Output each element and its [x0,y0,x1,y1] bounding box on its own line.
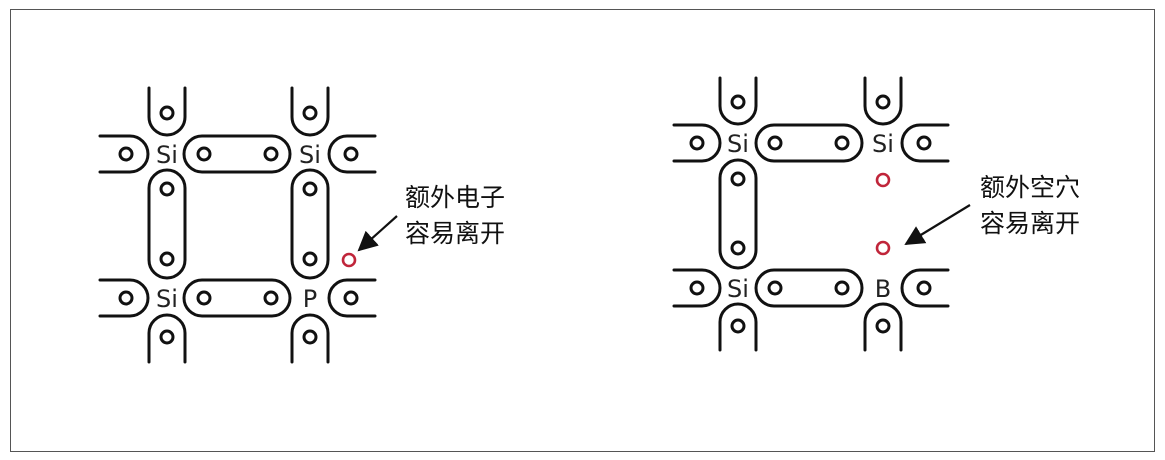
electron [343,146,359,162]
electron [118,146,134,162]
bond-up-tr [290,86,330,137]
bond-bottom [754,268,864,308]
electron [730,318,746,334]
bond-left-tl [672,123,722,163]
electron [159,329,175,345]
atom-label-top-right: Si [299,141,321,169]
electron [689,135,705,151]
electron [302,329,318,345]
electron [875,318,891,334]
figure-frame [10,9,1155,452]
atom-label-top-right: Si [872,130,894,158]
atom-label-bottom-right: B [875,275,891,303]
right-lattice: Si Si Si B 额外空穴 容易离开 [672,76,1080,352]
bond-right-br [900,268,950,308]
bond-up-tl [147,86,187,137]
bond-up-tl [718,76,758,126]
hole-carrier [875,172,891,188]
bond-top [182,134,292,174]
bond-left-vertical [147,168,187,280]
annotation-line-1: 额外电子 [405,183,505,212]
electron [302,105,318,121]
left-lattice: Si Si Si P 额外电子 容易离开 [98,86,505,364]
atom-label-top-left: Si [727,130,749,158]
electron [875,94,891,110]
electron [834,280,850,296]
electron [263,290,279,306]
electron [767,135,783,151]
atom-label-bottom-left: Si [156,285,178,313]
electron [689,280,705,296]
bond-right-tr [900,123,950,163]
atom-label-top-left: Si [156,141,178,169]
annotation-line-2: 容易离开 [980,209,1080,238]
electron [196,290,212,306]
bond-down-bl [718,302,758,352]
electron [159,181,175,197]
bond-left-bl [98,278,150,318]
electron [343,290,359,306]
bond-right-tr [327,134,377,174]
annotation-arrow [904,204,971,246]
annotation-line-1: 额外空穴 [980,173,1080,202]
atom-label-bottom-right: P [303,285,317,313]
electron [767,280,783,296]
bond-up-tr [863,76,903,126]
electron [159,251,175,267]
electron [263,146,279,162]
electron [730,171,746,187]
electron [196,146,212,162]
electron [159,105,175,121]
bond-bottom [182,278,292,318]
electron [916,135,932,151]
bond-down-br [863,302,903,352]
bond-right-br [327,278,377,318]
bond-right-vertical [290,168,330,280]
bond-down-bl [147,313,187,364]
electron [730,240,746,256]
electron [118,290,134,306]
bond-left-bl [672,268,722,308]
extra-electron [341,252,357,268]
electron [302,251,318,267]
bond-down-br [290,313,330,364]
annotation-line-2: 容易离开 [405,219,505,248]
bond-top [754,123,864,163]
bond-left-vertical [718,158,758,270]
atom-label-bottom-left: Si [727,275,749,303]
electron [916,280,932,296]
bond-left-tl [98,134,150,174]
electron [730,94,746,110]
hole-carrier [875,240,891,256]
annotation-arrow [357,215,398,252]
electron [834,135,850,151]
electron [302,181,318,197]
